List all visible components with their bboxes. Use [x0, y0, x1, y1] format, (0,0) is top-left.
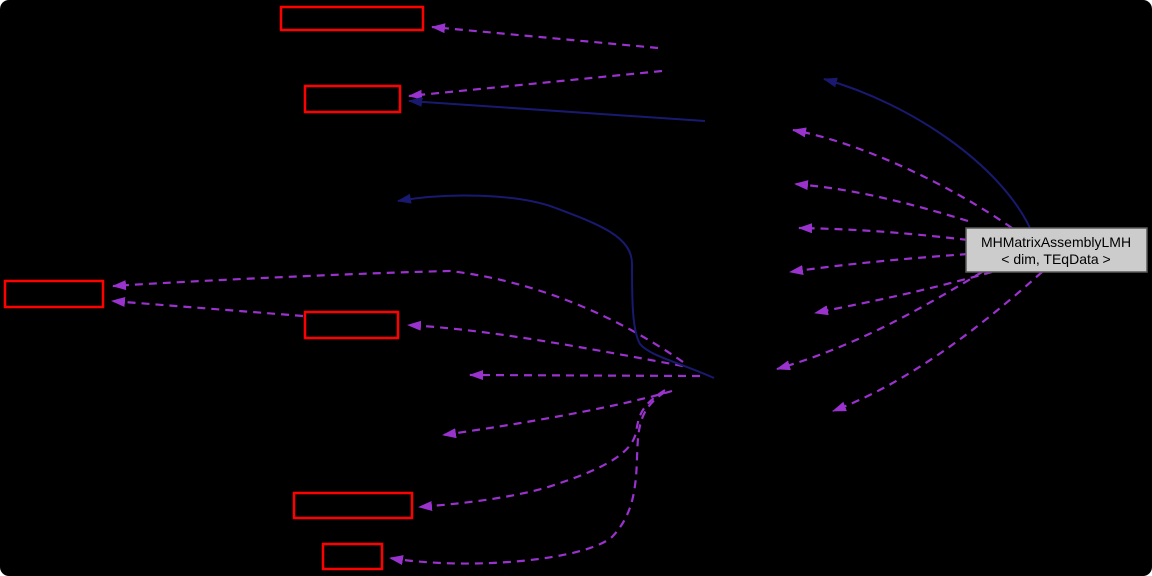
usage-edge — [794, 180, 969, 223]
usage-edge — [792, 127, 1013, 229]
main-class-node-label-line1: MHMatrixAssemblyLMH — [981, 234, 1131, 250]
usage-edge — [431, 23, 659, 50]
usage-edge — [389, 391, 666, 566]
class-node-upper[interactable] — [303, 84, 402, 114]
class-node-bottom-small[interactable] — [321, 542, 384, 571]
inheritance-edge — [397, 193, 715, 379]
usage-edge — [408, 69, 663, 100]
class-node-top[interactable] — [279, 5, 425, 32]
main-class-node-box[interactable] — [965, 227, 1148, 273]
usage-edge — [814, 270, 993, 316]
usage-edge — [442, 389, 673, 439]
usage-edge — [418, 389, 666, 511]
main-class-node[interactable]: MHMatrixAssemblyLMH < dim, TEqData > — [965, 227, 1148, 273]
usage-edge — [469, 370, 701, 381]
usage-edge — [111, 297, 304, 318]
class-node-lower[interactable] — [292, 491, 414, 520]
usage-edge — [407, 320, 684, 368]
main-class-node-label-line2: < dim, TEqData > — [1001, 251, 1110, 267]
class-node-middle[interactable] — [303, 310, 400, 340]
class-node-left[interactable] — [3, 279, 105, 309]
inheritance-edge — [408, 96, 706, 122]
usage-edge — [789, 252, 969, 276]
usage-edge — [112, 269, 684, 363]
usage-edge — [776, 271, 983, 371]
usage-edge — [798, 223, 969, 242]
usage-edge — [832, 271, 1043, 413]
inheritance-edge — [823, 77, 1031, 229]
